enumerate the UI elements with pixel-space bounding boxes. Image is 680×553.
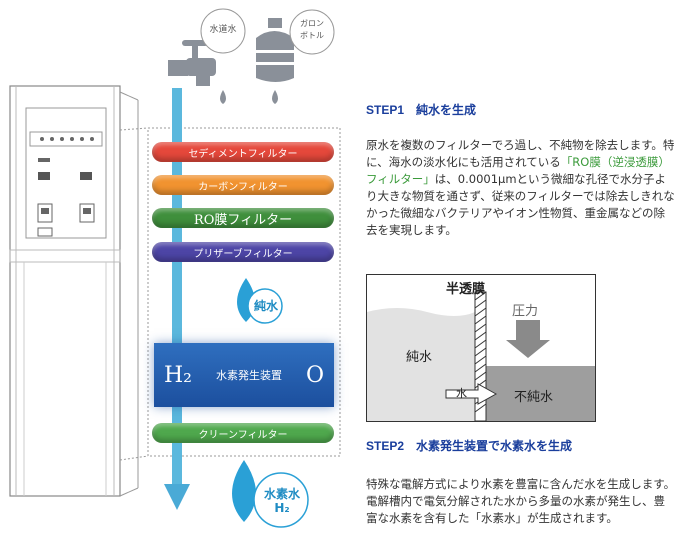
callout-dotted-lines [119, 127, 341, 461]
pure-water-label: 純水 [253, 299, 278, 313]
step1-highlight: 「RO膜（逆浸透膜）フィルター」 [366, 155, 670, 186]
step1-text-b: は、0.0001μmという微細な孔径で水分子より大きな物質を通さず、従来のフィル… [366, 172, 675, 237]
step2-paragraph: 特殊な電解方式により水素を豊富に含んだ水を生成します。電解槽内で電気分解された水… [366, 477, 676, 525]
filter-sediment: セディメントフィルター [152, 142, 334, 162]
step1-text-a: 原水を複数のフィルターでろ過し、不純物を除去します。特に、海水の淡水化にも活用さ… [366, 138, 675, 169]
arrow-water-label: 水 [456, 387, 467, 400]
filter-carbon: カーボンフィルター [152, 175, 334, 195]
hydrogen-water-sub-label: H₂ [274, 501, 290, 515]
step2-heading: STEP2 水素発生装置で水素水を生成 [366, 439, 573, 453]
step1-heading: STEP1 純水を生成 [366, 103, 477, 117]
o-symbol: O [305, 362, 324, 388]
pure-water-region-label: 純水 [406, 350, 433, 365]
filter-ro: RO膜フィルター [152, 208, 334, 228]
tap-label-bubble [200, 8, 246, 54]
h2-symbol: H₂ [164, 362, 193, 388]
step1-paragraph: 原水を複数のフィルターでろ過し、不純物を除去します。特に、海水の淡水化にも活用さ… [366, 137, 676, 239]
water-drop-icon [272, 90, 278, 104]
water-server-machine [9, 85, 139, 497]
impure-water-region-label: 不純水 [514, 390, 554, 405]
filter-preserve: プリザーブフィルター [152, 242, 334, 262]
water-server-illustration [9, 8, 341, 528]
flow-arrow-icon [445, 383, 498, 405]
gallon-bottle-icon [255, 18, 295, 82]
pressure-label: 圧力 [512, 304, 539, 319]
filter-clean: クリーンフィルター [152, 423, 334, 443]
hydrogen-generator-box: H₂ 水素発生装置 O [154, 343, 334, 407]
hydrogen-water-drop-icon [232, 460, 256, 522]
ro-membrane-diagram [366, 274, 596, 422]
hydrogen-generator-label: 水素発生装置 [215, 369, 282, 382]
water-flow-arrow [164, 88, 190, 510]
water-drop-icon [220, 90, 226, 104]
faucet-icon [168, 40, 216, 86]
pressure-arrow-icon [506, 320, 550, 358]
membrane-label: 半透膜 [446, 282, 486, 297]
hydrogen-water-label: 水素水 [263, 487, 300, 501]
tap-label: 水道水 [209, 25, 237, 35]
bottle-label-bubble [289, 9, 335, 55]
bottle-label: ガロン ボトル [300, 19, 324, 40]
